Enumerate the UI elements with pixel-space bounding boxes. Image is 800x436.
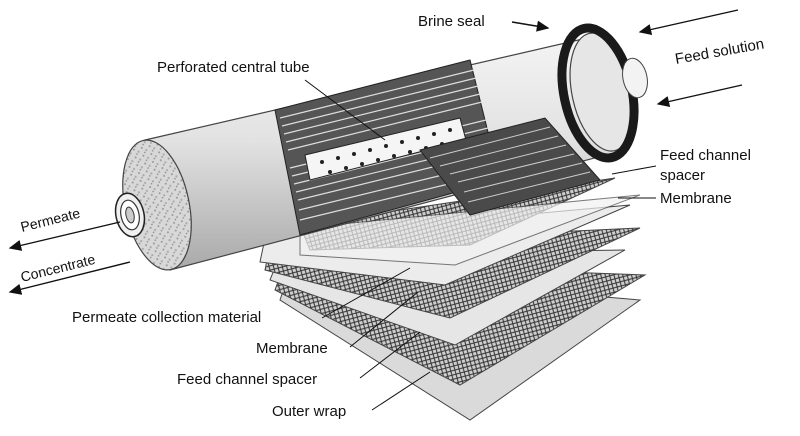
membrane-bottom-label: Membrane xyxy=(256,340,328,357)
membrane-cylinder xyxy=(114,23,648,271)
outer-wrap-label: Outer wrap xyxy=(272,403,346,420)
perforated-tube-label: Perforated central tube xyxy=(157,59,310,76)
arrow-icon xyxy=(638,9,739,36)
brine-seal-label: Brine seal xyxy=(418,13,485,30)
feed-channel-spacer-top-label-line2: spacer xyxy=(660,167,705,184)
feed-channel-spacer-bottom-label: Feed channel spacer xyxy=(177,371,317,388)
feed-inlet xyxy=(622,57,648,99)
permeate-collection-label: Permeate collection material xyxy=(72,309,261,326)
leaf-stripes xyxy=(429,126,591,203)
flow-arrows xyxy=(8,9,743,295)
feed-solution-label: Feed solution xyxy=(674,36,766,68)
arrow-icon xyxy=(511,20,550,32)
permeate-outlet-core xyxy=(125,206,135,224)
membrane-sheets xyxy=(259,177,647,421)
feed-channel-spacer-top-label: Feed channel xyxy=(660,147,751,164)
membrane-sheet-top xyxy=(299,194,641,266)
unrolling-leaf xyxy=(419,117,601,216)
arrow-icon xyxy=(8,221,121,251)
leader-lines xyxy=(304,79,657,411)
tube-perforations xyxy=(320,128,452,174)
arrow-icon xyxy=(656,84,743,107)
arrow-icon xyxy=(8,261,131,295)
permeate-label: Permeate xyxy=(19,205,82,235)
membrane-top-label: Membrane xyxy=(660,190,732,207)
